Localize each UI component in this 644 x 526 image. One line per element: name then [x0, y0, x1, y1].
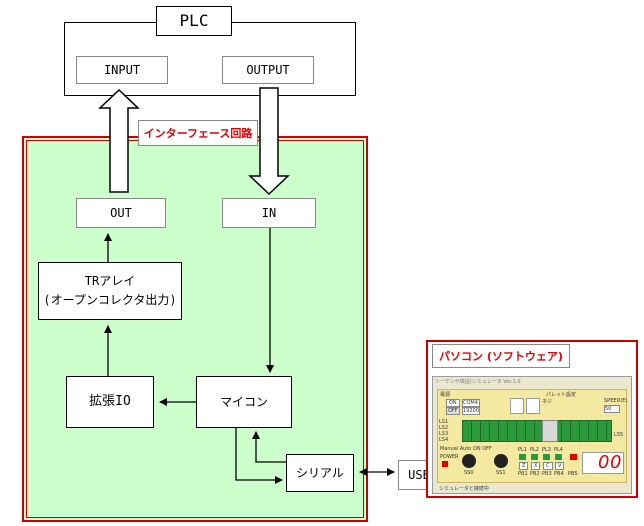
conveyor-track	[462, 420, 612, 442]
key-x[interactable]: X	[531, 462, 541, 470]
pl1-lamp	[519, 454, 526, 460]
simulator-panel: 電源 ON OFF COM4 19200 パレット設定 ネジ SPEED(E) …	[437, 389, 627, 483]
key-v[interactable]: V	[555, 462, 565, 470]
key-c[interactable]: C	[543, 462, 553, 470]
ls1-label: LS1	[439, 419, 449, 425]
plc-input-box: INPUT	[76, 56, 168, 84]
ls3-label: LS3	[439, 431, 449, 437]
serial-block: シリアル	[286, 454, 354, 492]
pl3-lamp	[543, 454, 550, 460]
ss0-selector-knob[interactable]	[462, 454, 476, 468]
serial-to-mcu-arrow	[252, 431, 286, 463]
in-block: IN	[222, 198, 316, 228]
pb2-label: PB2	[530, 471, 540, 477]
ls4-label: LS4	[439, 437, 449, 443]
palette-label: パレット設定	[546, 392, 577, 398]
tr-array-line1: TRアレイ	[84, 274, 136, 288]
pb1-label: PB1	[518, 471, 528, 477]
ss1-selector-knob[interactable]	[494, 454, 508, 468]
palette-slot-2	[526, 398, 540, 414]
pl3-label: PL3	[542, 447, 551, 453]
tr-array-line2: (オープンコレクタ出力)	[43, 293, 177, 307]
ls2-label: LS2	[439, 425, 449, 431]
digit-ones: 0	[598, 452, 610, 473]
speed-select[interactable]: 50	[604, 405, 620, 413]
mode-label: Manual Auto ON OFF	[440, 446, 492, 452]
pb4-label: PB4	[554, 471, 564, 477]
pl4-lamp	[555, 454, 562, 460]
up-hollow-arrow	[98, 88, 140, 193]
pl1-label: PL1	[518, 447, 527, 453]
ss1-label: SS1	[496, 470, 506, 476]
digit-tens: 0	[610, 452, 622, 473]
com-port-select[interactable]: COM4	[462, 399, 480, 407]
nesting-label: ネジ	[542, 399, 553, 405]
ss0-label: SS0	[464, 470, 474, 476]
pl2-label: PL2	[530, 447, 539, 453]
power-label: 電源	[440, 392, 451, 398]
speed-label: SPEED(E)	[604, 398, 628, 404]
plc-title: PLC	[156, 6, 232, 36]
plc-output-box: OUTPUT	[222, 56, 314, 84]
down-hollow-arrow	[248, 87, 290, 196]
simulator-window-title: シーケンサ検証(シミュレータ Ver.1.0	[435, 379, 521, 385]
simulator-status: シミュレータと接続中	[439, 486, 489, 492]
baud-select[interactable]: 19200	[462, 407, 480, 415]
pb5-label: PB5	[568, 471, 578, 477]
off-toggle[interactable]: OFF	[446, 407, 460, 415]
pl4-label: PL4	[554, 447, 563, 453]
power-lamp	[442, 461, 448, 467]
pb3-label: PB3	[542, 471, 552, 477]
pc-software-label: パソコン (ソフトウェア)	[432, 344, 570, 368]
out-block: OUT	[76, 198, 166, 228]
interface-circuit-label: インターフェース回路	[138, 120, 258, 146]
expansion-io-block: 拡張IO	[66, 376, 154, 428]
pb5-button[interactable]	[570, 454, 577, 460]
tr-array-block: TRアレイ (オープンコレクタ出力)	[38, 262, 182, 320]
ls5-label: LS5	[614, 432, 624, 438]
mcu-to-serial-arrow	[235, 428, 283, 484]
simulator-window: シーケンサ検証(シミュレータ Ver.1.0 電源 ON OFF COM4 19…	[432, 376, 632, 494]
key-z[interactable]: Z	[519, 462, 529, 470]
palette-slot-1	[510, 398, 524, 414]
power-badge: POWER	[440, 454, 459, 460]
mcu-block: マイコン	[196, 376, 292, 428]
on-toggle[interactable]: ON	[446, 399, 460, 407]
conveyor-workpiece	[542, 420, 558, 442]
digit-display	[582, 452, 624, 474]
pl2-lamp	[531, 454, 538, 460]
